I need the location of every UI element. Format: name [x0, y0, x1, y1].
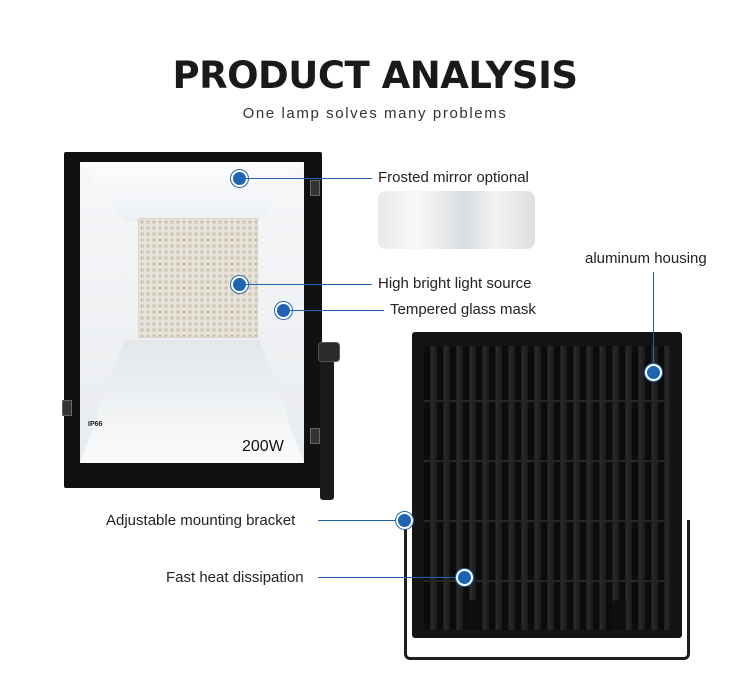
back-mounting-bracket [404, 520, 690, 660]
fin-crossbar [424, 400, 670, 402]
callout-label-light-source: High bright light source [378, 275, 532, 292]
callout-line-heat [318, 577, 456, 578]
callout-dot-housing [645, 364, 662, 381]
callout-label-heat: Fast heat dissipation [166, 569, 304, 586]
callout-label-frosted-mirror: Frosted mirror optional [378, 169, 529, 186]
frosted-mirror-sample [378, 191, 535, 249]
frame-clip [310, 180, 320, 196]
bracket-knob [318, 342, 340, 362]
reflector-top [80, 162, 304, 222]
page-title: PRODUCT ANALYSIS [172, 54, 579, 97]
callout-label-bracket: Adjustable mounting bracket [106, 512, 296, 529]
callout-line-bracket [318, 520, 396, 521]
callout-dot-heat [456, 569, 473, 586]
page-subtitle: One lamp solves many problems [242, 105, 508, 122]
frame-clip [62, 400, 72, 416]
power-label: 200W [242, 438, 284, 455]
ip-rating-badge: IP66 [88, 421, 103, 428]
frame-clip [310, 428, 320, 444]
cable-gland [466, 600, 480, 630]
front-mounting-bracket [320, 360, 334, 500]
callout-line-light-source [246, 284, 372, 285]
callout-label-housing: aluminum housing [585, 250, 707, 267]
reflector-bottom [80, 340, 304, 463]
callout-label-glass-mask: Tempered glass mask [390, 301, 536, 318]
fin-crossbar [424, 580, 670, 582]
callout-line-glass-mask [290, 310, 384, 311]
callout-line-frosted [246, 178, 372, 179]
fin-crossbar [424, 520, 670, 522]
callout-dot-bracket [396, 512, 413, 529]
heat-sink-fins [424, 346, 670, 630]
fin-crossbar [424, 460, 670, 462]
callout-line-housing [653, 272, 654, 364]
cable-gland [612, 600, 626, 630]
